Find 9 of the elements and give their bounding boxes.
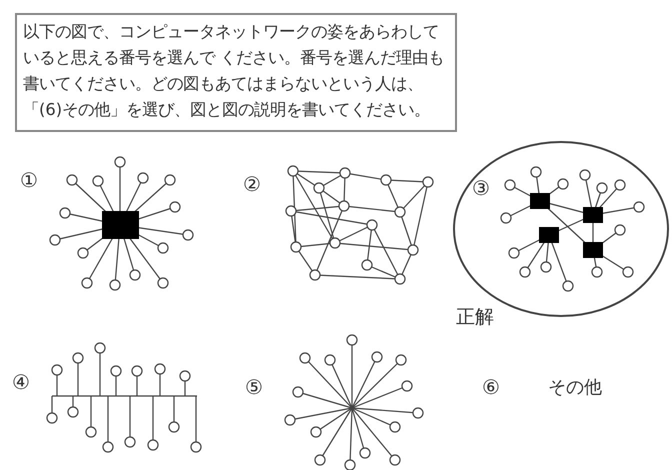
answer-note: 正解 <box>456 308 494 327</box>
item-number: ④ <box>12 372 30 392</box>
item-number: ⑥ <box>482 377 500 397</box>
item-number: ③ <box>472 178 490 198</box>
option-label: その他 <box>548 379 602 397</box>
item-number: ② <box>243 174 261 194</box>
item-number: ① <box>20 170 38 190</box>
question-box: 以下の図で、コンピュータネットワークの姿をあらわしていると思える番号を選んで ください。番号を選んだ理由も書いてください。どの図もあてはまらないという人は、「(6)その他」を選び、図と図の説明を書いてください。 <box>15 13 457 132</box>
item-number: ⑤ <box>245 377 263 397</box>
